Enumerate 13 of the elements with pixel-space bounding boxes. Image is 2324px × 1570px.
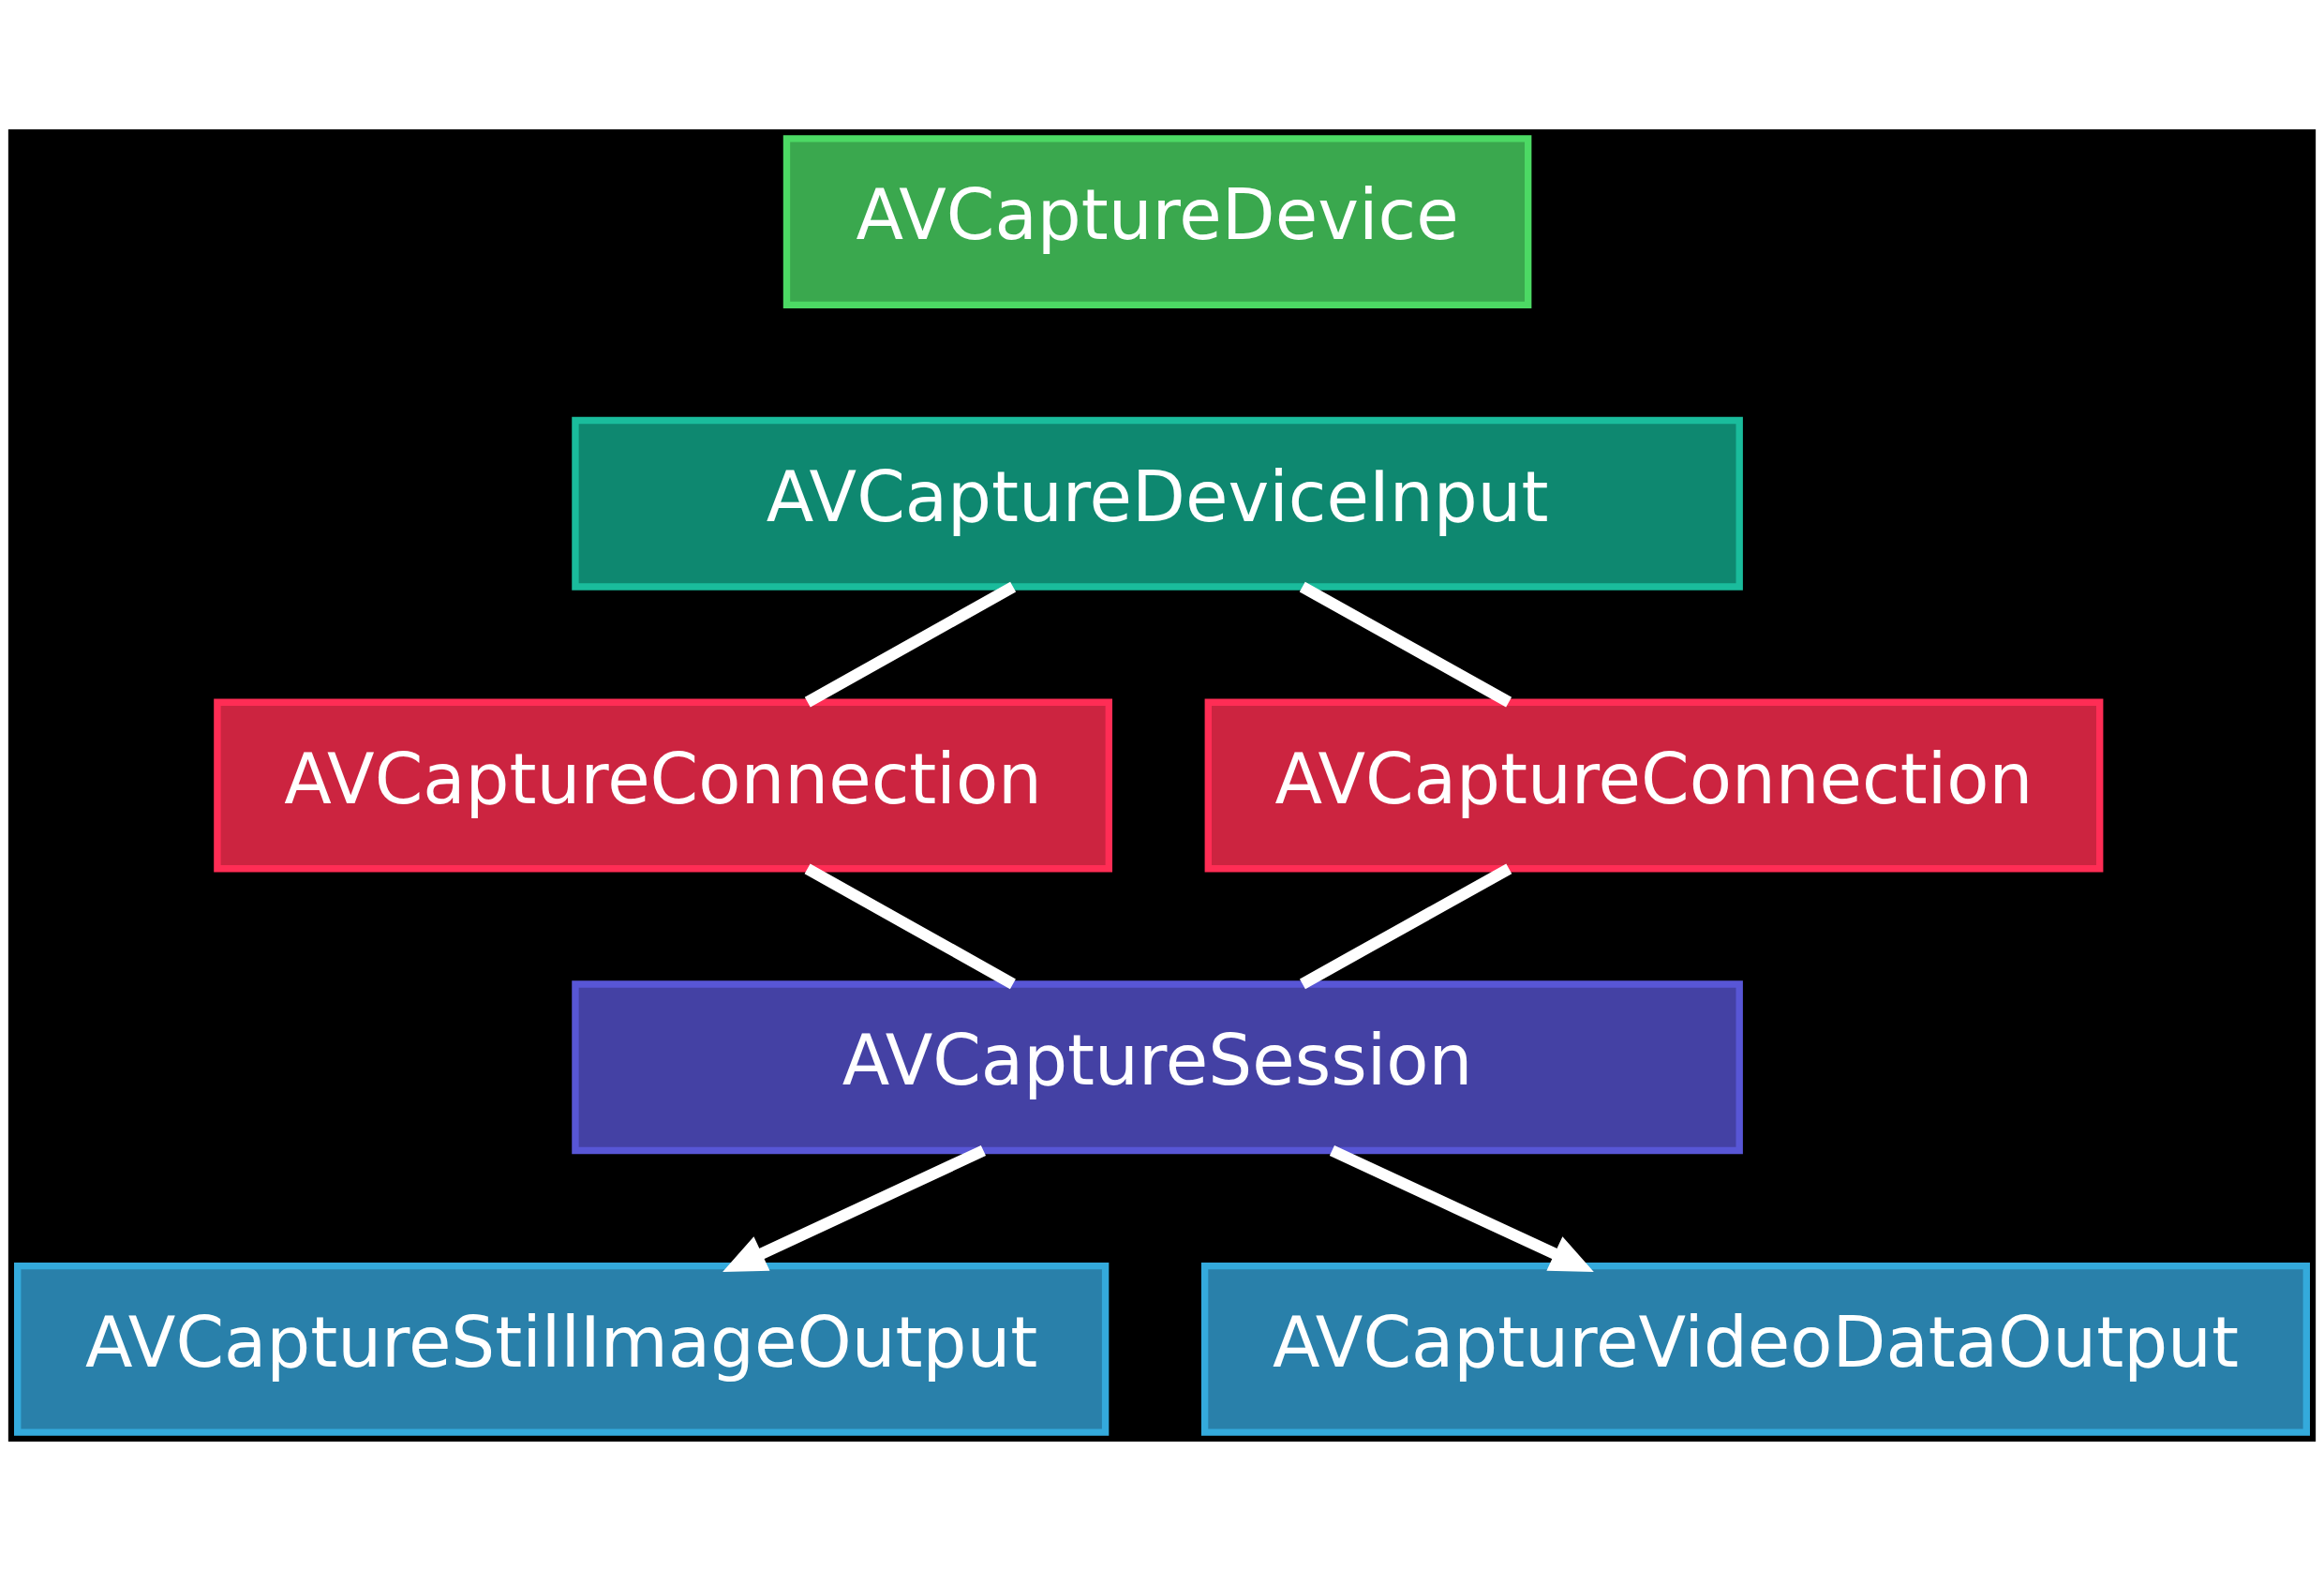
connector — [1299, 862, 1512, 989]
connector — [804, 581, 1017, 707]
node-box: AVCaptureConnection — [214, 698, 1112, 872]
connector — [804, 862, 1016, 989]
node-box: AVCaptureDevice — [782, 134, 1532, 308]
connector — [1299, 581, 1512, 707]
node-box: AVCaptureSession — [572, 979, 1743, 1154]
node-box: AVCaptureStillImageOutput — [14, 1262, 1110, 1436]
arrow — [1329, 1144, 1594, 1272]
node-box: AVCaptureVideoDataOutput — [1200, 1262, 2310, 1436]
node-box: AVCaptureConnection — [1204, 698, 2104, 872]
arrow — [723, 1144, 986, 1272]
node-box: AVCaptureDeviceInput — [572, 416, 1743, 591]
